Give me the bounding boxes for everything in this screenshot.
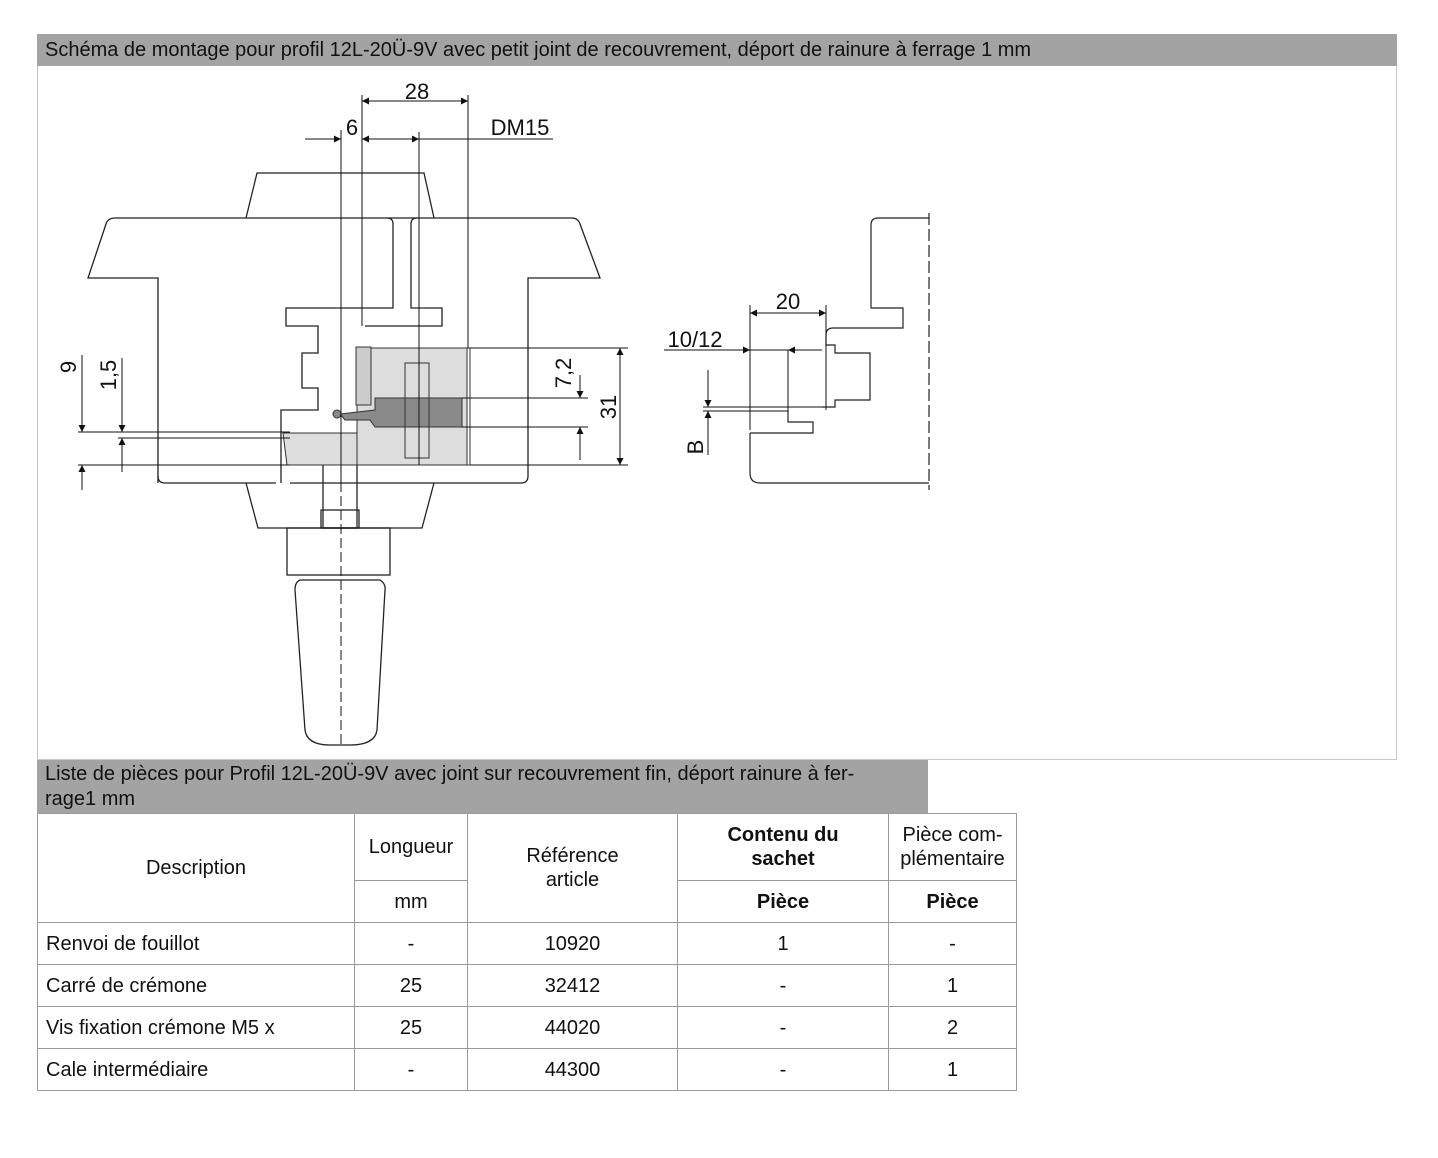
side-detail <box>749 213 930 490</box>
header-bag-unit: Pièce <box>677 880 889 923</box>
cell-complementary: - <box>888 922 1017 965</box>
cell-reference: 32412 <box>467 964 678 1007</box>
header-reference: Référence article <box>467 813 678 923</box>
parts-title-line-1: Liste de pièces pour Profil 12L-20Ü-9V a… <box>45 763 855 785</box>
parts-table: Description Longueur Référence article C… <box>37 813 1017 1091</box>
cell-reference: 44020 <box>467 1006 678 1049</box>
parts-list-title: Liste de pièces pour Profil 12L-20Ü-9V a… <box>37 760 928 813</box>
profile-section <box>87 172 601 746</box>
dim-6-label: 6 <box>346 115 358 140</box>
table-row: Cale intermédiaire - 44300 - 1 <box>37 1048 1017 1091</box>
section-title: Schéma de montage pour profil 12L-20Ü-9V… <box>37 34 1397 66</box>
cell-complementary: 1 <box>888 1048 1017 1091</box>
cell-length: - <box>354 1048 468 1091</box>
table-row: Vis fixation crémone M5 x 25 44020 - 2 <box>37 1006 1017 1049</box>
hardware-component <box>282 346 471 466</box>
cell-description: Carré de crémone <box>37 964 355 1007</box>
dim-10-12-label: 10/12 <box>667 327 722 352</box>
table-row: Carré de crémone 25 32412 - 1 <box>37 964 1017 1007</box>
dim-7-2-label: 7,2 <box>551 358 576 389</box>
dim-9-label: 9 <box>56 361 81 373</box>
dim-20-label: 20 <box>776 289 800 314</box>
header-complementary-unit: Pièce <box>888 880 1017 923</box>
cell-length: 25 <box>354 1006 468 1049</box>
parts-title-line-2: rage1 mm <box>45 788 136 810</box>
dim-b-label: B <box>683 440 708 455</box>
dim-1-5-label: 1,5 <box>96 360 121 391</box>
cell-complementary: 2 <box>888 1006 1017 1049</box>
header-bag-contents: Contenu du sachet <box>677 813 889 881</box>
dimension-lines <box>78 95 628 745</box>
cell-bag: - <box>677 964 889 1007</box>
cell-reference: 44300 <box>467 1048 678 1091</box>
header-description: Description <box>37 813 355 923</box>
cell-bag: 1 <box>677 922 889 965</box>
mounting-diagram: 28 6 DM15 9 1,5 7,2 31 20 10/12 B <box>56 79 930 746</box>
cell-reference: 10920 <box>467 922 678 965</box>
cell-description: Renvoi de fouillot <box>37 922 355 965</box>
cell-complementary: 1 <box>888 964 1017 1007</box>
table-row: Renvoi de fouillot - 10920 1 - <box>37 922 1017 965</box>
side-dimension-lines <box>664 305 827 455</box>
dim-dm15-label: DM15 <box>491 115 550 140</box>
dim-28-label: 28 <box>405 79 429 104</box>
cell-bag: - <box>677 1048 889 1091</box>
cell-description: Cale intermédiaire <box>37 1048 355 1091</box>
cell-length: 25 <box>354 964 468 1007</box>
cell-bag: - <box>677 1006 889 1049</box>
header-length-unit: mm <box>354 880 468 923</box>
header-length: Longueur <box>354 813 468 881</box>
dim-31-label: 31 <box>596 395 621 419</box>
cell-description: Vis fixation crémone M5 x <box>37 1006 355 1049</box>
cell-length: - <box>354 922 468 965</box>
drawing-frame <box>37 66 1397 760</box>
header-complementary: Pièce com-plémentaire <box>888 813 1017 881</box>
